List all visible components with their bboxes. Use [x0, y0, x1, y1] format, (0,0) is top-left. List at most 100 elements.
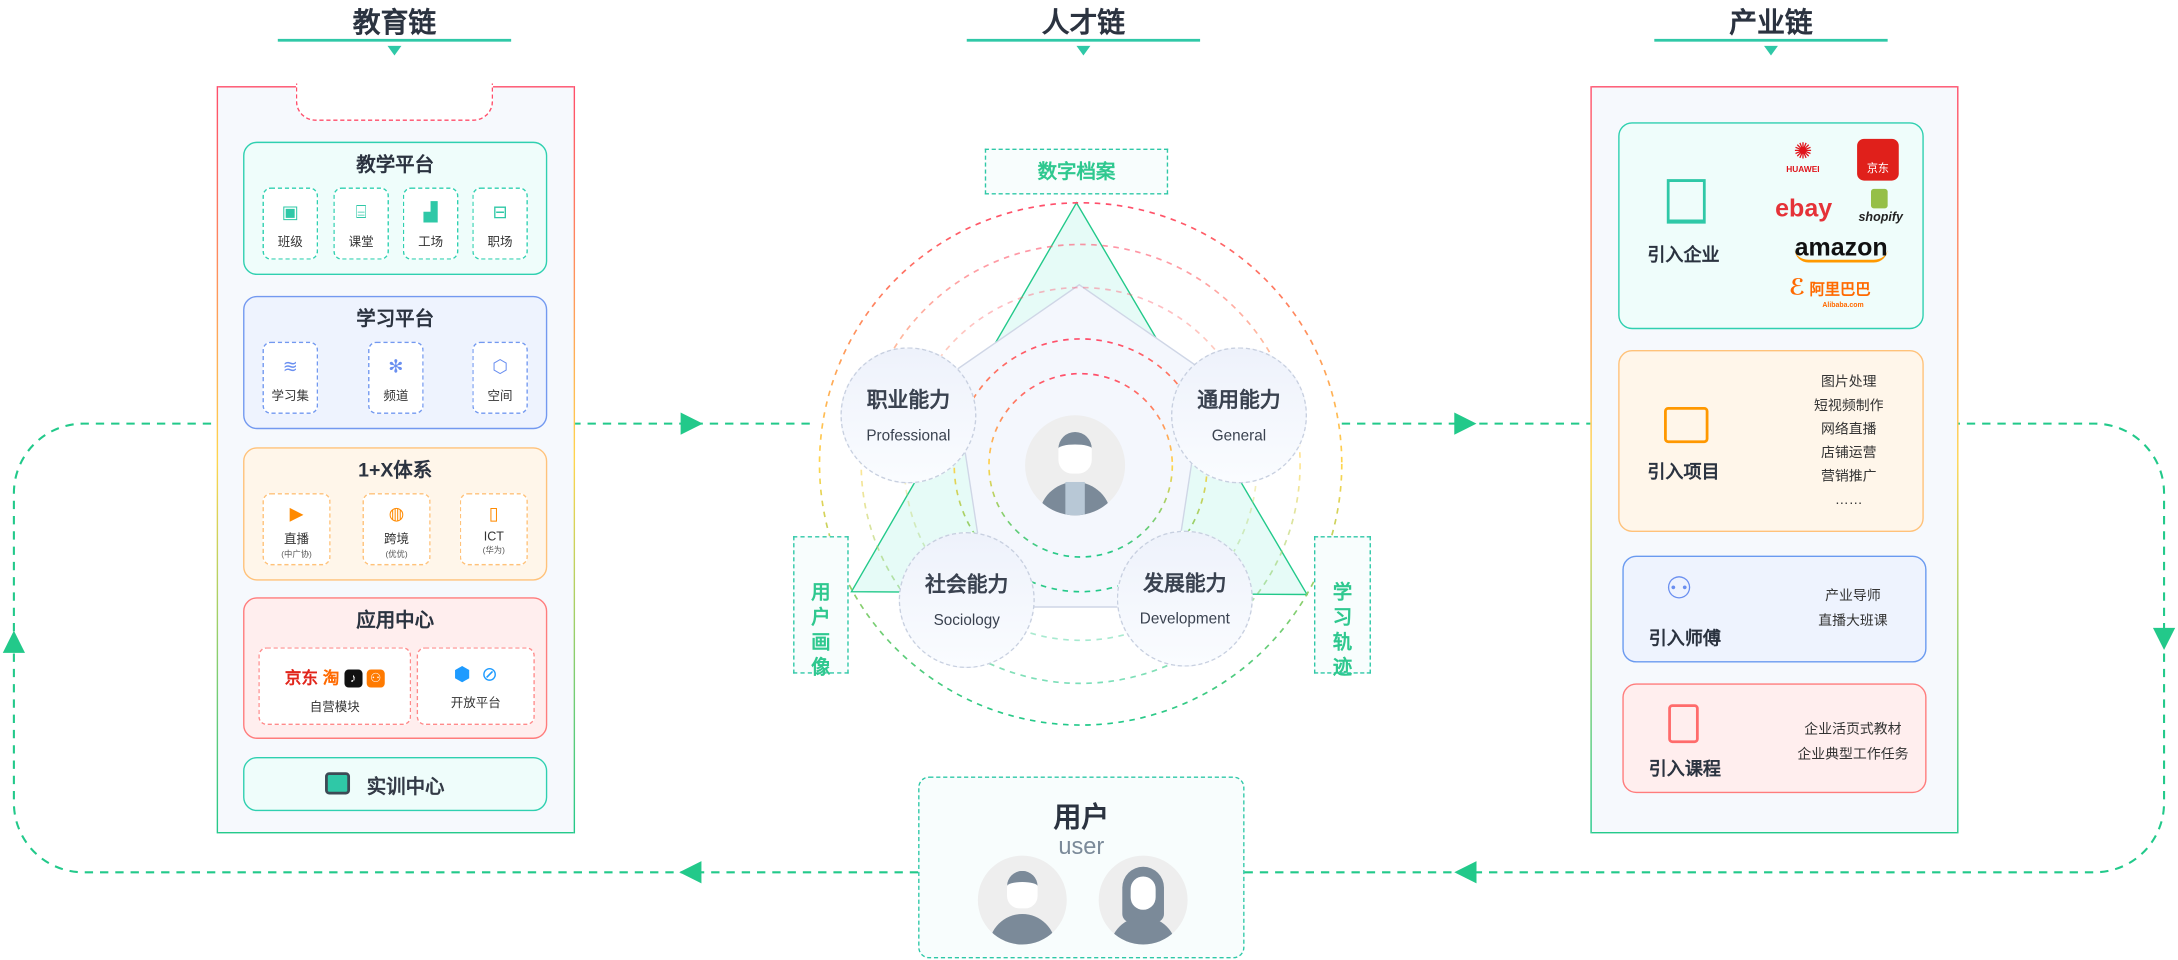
logo-text: shopify [1858, 209, 1903, 224]
learning-platform-title: 学习平台 [356, 306, 435, 330]
taobao-logo: 淘 [322, 668, 340, 688]
huawei-logo: ✺ HUAWEI [1778, 140, 1828, 176]
self-operated-module[interactable]: 京东 淘 ♪ ⚇ 自营模块 [258, 647, 412, 726]
onex-item[interactable]: ◍ 跨境 (优优) [362, 493, 431, 566]
item-label: 工场 [418, 234, 444, 249]
globe-cart-icon: ◍ [388, 502, 405, 524]
shopify-logo: shopify [1858, 188, 1903, 224]
user-portrait-label: 用户画像 [793, 536, 849, 678]
mentor-item: 产业导师 [1825, 588, 1881, 605]
mentor-list: 产业导师 直播大班课 [1802, 585, 1905, 635]
item-label: 空间 [487, 388, 513, 403]
item-label: ICT [483, 529, 504, 544]
folder-list-icon [1664, 406, 1709, 444]
item-sublabel: (优优) [385, 551, 408, 560]
arrow-right-icon [1454, 412, 1477, 435]
male-avatar [977, 855, 1067, 945]
project-item: 营销推广 [1820, 469, 1877, 485]
capability-title: 职业能力 [866, 388, 951, 413]
teaching-item[interactable]: ⌸课堂 [333, 187, 389, 260]
learning-platform: 学习平台 ≋ 学习集 ✻频道 ⬡ 空间 [243, 295, 548, 430]
onex-item[interactable]: ▶ 直播 (中广协) [262, 493, 331, 566]
project-box: 引入项目 图片处理 短视频制作 网络直播 店铺运营 营销推广 …… [1618, 350, 1924, 532]
link-icon: ⊘ [481, 662, 498, 685]
capability-subtitle: General [1211, 427, 1267, 445]
teaching-item[interactable]: ▣班级 [262, 187, 319, 260]
capability-title: 社会能力 [925, 573, 1009, 598]
cube-icon: ⬡ [492, 355, 508, 377]
center-avatar [1025, 415, 1126, 516]
item-label: 跨境 [384, 531, 410, 546]
header-education: 教育链 [277, 0, 512, 56]
kuaishou-icon: ⚇ [366, 669, 385, 689]
enterprise-box: 引入企业 ✺HUAWEI 京东 ebay shopify amazon ℰ 阿里… [1618, 122, 1924, 330]
enterprise-label: 引入企业 [1647, 244, 1720, 266]
capability-title: 发展能力 [1143, 572, 1227, 596]
layers-icon: ≋ [282, 355, 298, 377]
header-title: 人才链 [1041, 8, 1126, 39]
hexagon-link-icon: ⬢ [453, 662, 471, 685]
project-item: 短视频制作 [1814, 398, 1884, 414]
onex-title: 1+X体系 [358, 458, 433, 481]
down-triangle-icon [1076, 45, 1091, 56]
header-title: 教育链 [352, 8, 437, 39]
course-list: 企业活页式教材 企业典型工作任务 [1788, 718, 1919, 768]
down-triangle-icon [387, 45, 402, 56]
capability-subtitle: Professional [866, 427, 951, 445]
learning-item[interactable]: ⬡ 空间 [472, 341, 528, 414]
course-item: 企业活页式教材 [1804, 722, 1902, 738]
huawei-flower-icon: ✺ [1793, 140, 1813, 164]
learning-item[interactable]: ✻频道 [368, 341, 424, 414]
onex-system: 1+X体系 ▶直播(中广协) ◍跨境(优优) ▯ICT(华为) [243, 447, 548, 581]
arrow-down-icon [2152, 627, 2176, 651]
arrow-left-icon [679, 861, 702, 884]
onex-item[interactable]: ▯ICT(华为) [459, 493, 528, 566]
capability-sociology: 社会能力 Sociology [898, 531, 1035, 669]
course-item: 企业典型工作任务 [1797, 747, 1909, 763]
item-label: 频道 [383, 388, 409, 403]
user-box: 用户 user [918, 776, 1245, 959]
user-title: 用户 [1053, 802, 1110, 834]
arrow-right-icon [680, 412, 703, 435]
item-label: 职场 [487, 234, 513, 249]
item-label: 自营模块 [309, 700, 360, 714]
digital-archive-label: 数字档案 [984, 148, 1169, 195]
phone-icon: ▯ [488, 502, 499, 524]
mentor-box: ⚇ 引入师傅 产业导师 直播大班课 [1622, 555, 1927, 663]
project-item: 图片处理 [1820, 375, 1877, 391]
phone-notch [295, 83, 494, 121]
logo-text: Alibaba.com [1822, 301, 1864, 310]
user-subtitle: user [1058, 833, 1105, 860]
capability-development: 发展能力 Development [1116, 530, 1253, 667]
training-center[interactable]: 实训中心 [243, 757, 548, 812]
item-label: 班级 [277, 234, 303, 249]
capability-subtitle: Sociology [933, 612, 1000, 630]
tv-icon: ▶ [289, 502, 304, 524]
jd-logo: 京东 [284, 668, 319, 688]
amazon-logo: amazon [1794, 233, 1888, 263]
store-icon [325, 772, 351, 795]
mentor-people-icon: ⚇ [1665, 570, 1693, 606]
capability-subtitle: Development [1139, 611, 1230, 628]
item-label: 学习集 [271, 388, 310, 403]
alibaba-smile-icon: ℰ [1789, 276, 1806, 301]
project-item: 网络直播 [1820, 422, 1877, 438]
learning-track-label: 学习轨迹 [1313, 536, 1371, 678]
teaching-item[interactable]: ▟工场 [402, 187, 459, 260]
jd-logo: 京东 [1857, 138, 1899, 181]
capability-title: 通用能力 [1197, 388, 1281, 413]
building-icon [1666, 179, 1706, 224]
project-label: 引入项目 [1647, 461, 1720, 482]
item-sublabel: (中广协) [281, 551, 312, 560]
down-triangle-icon [1764, 45, 1778, 56]
header-industry: 产业链 [1654, 0, 1888, 56]
logo-text: HUAWEI [1786, 166, 1820, 176]
arrow-left-icon [1454, 861, 1477, 884]
learning-item[interactable]: ≋ 学习集 [262, 341, 319, 414]
open-platform[interactable]: ⬢ ⊘ 开放平台 [416, 647, 535, 726]
item-label: 直播 [284, 531, 310, 546]
ebay-logo: ebay [1775, 194, 1833, 223]
arrow-up-icon [2, 630, 26, 653]
teaching-item[interactable]: ⊟职场 [472, 187, 528, 260]
female-avatar [1098, 855, 1188, 945]
